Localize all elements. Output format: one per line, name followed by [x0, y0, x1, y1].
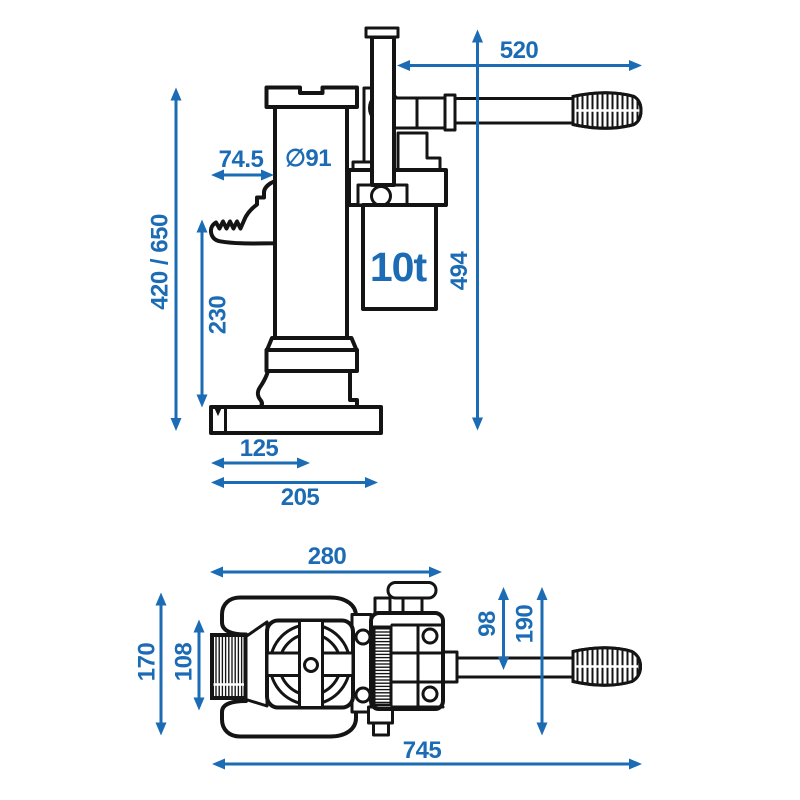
bolt-hole: [421, 685, 439, 703]
side-view-dimensions: 520 74.5 ∅91 420 / 650 230: [147, 29, 642, 511]
side-view: 10t: [208, 26, 643, 435]
dim-label-108: 108: [171, 643, 198, 682]
plan-view-dimensions: 280 170 108 98 190: [134, 543, 642, 770]
dim-claw-width: 108: [171, 619, 205, 711]
dim-frame-length: 280: [210, 543, 442, 578]
capacity-label: 10t: [370, 244, 428, 290]
cylinder-housing: [265, 618, 355, 710]
dim-label-98: 98: [474, 611, 501, 637]
pump-head-step: [396, 131, 442, 172]
center-pin: [303, 657, 319, 673]
dim-label-420-650: 420 / 650: [147, 214, 174, 310]
column-collar: [264, 348, 359, 373]
toe-bracket: [244, 620, 269, 708]
release-knob: [386, 581, 438, 600]
lever-grip: [571, 91, 643, 130]
dim-base-length: 205: [211, 477, 378, 511]
saddle-cap: [264, 85, 359, 109]
dim-label-280: 280: [308, 543, 347, 570]
dim-label-230: 230: [205, 296, 232, 335]
base-plate: [209, 405, 383, 435]
lifting-claw: [208, 179, 277, 246]
clevis-pin: [370, 185, 392, 207]
column-foot: [255, 369, 359, 410]
plan-view: [210, 581, 643, 739]
hand-lever-bar: [453, 97, 575, 125]
ram-column: [273, 105, 349, 340]
toe-plate: [210, 633, 248, 700]
dim-label-170: 170: [134, 643, 161, 682]
dim-label-494: 494: [446, 251, 473, 291]
dim-overall-height: 494: [446, 29, 483, 431]
bolt-hole: [354, 686, 372, 704]
dim-base-front: 125: [211, 435, 310, 469]
dim-lift-range: 420 / 650: [147, 87, 182, 431]
lever-socket-plan: [441, 650, 459, 684]
lever-socket-arm: [392, 96, 447, 130]
pump-rod-cap: [364, 26, 400, 39]
pump-rod: [370, 35, 396, 187]
lever-grip-plan: [571, 646, 643, 687]
dim-label-520: 520: [500, 37, 539, 64]
hand-lever-bar-plan: [455, 656, 575, 679]
bolt-hole: [421, 627, 439, 645]
dim-label-125: 125: [240, 435, 279, 462]
dim-label-ram-diameter: ∅91: [285, 145, 331, 172]
dim-claw-depth: 74.5: [211, 146, 274, 181]
dim-overall-length: 745: [212, 737, 642, 770]
dim-frame-width: 170: [134, 592, 167, 736]
base-plate-notch: [210, 405, 228, 417]
pump-tab-top: [373, 596, 392, 615]
dim-claw-height: 230: [196, 219, 232, 408]
dim-label-190: 190: [512, 605, 539, 644]
dim-label-74-5: 74.5: [219, 146, 264, 173]
dim-label-205: 205: [281, 484, 320, 511]
oil-tank: [361, 203, 438, 311]
pump-tab-bottom-small: [372, 721, 390, 737]
dim-body-width: 190: [512, 587, 548, 736]
dim-lever-offset: 98: [474, 587, 509, 670]
dim-handle-reach: 520: [397, 37, 642, 71]
dim-label-745: 745: [403, 737, 442, 764]
bolt-hole: [354, 628, 372, 646]
pump-spring: [372, 625, 393, 707]
